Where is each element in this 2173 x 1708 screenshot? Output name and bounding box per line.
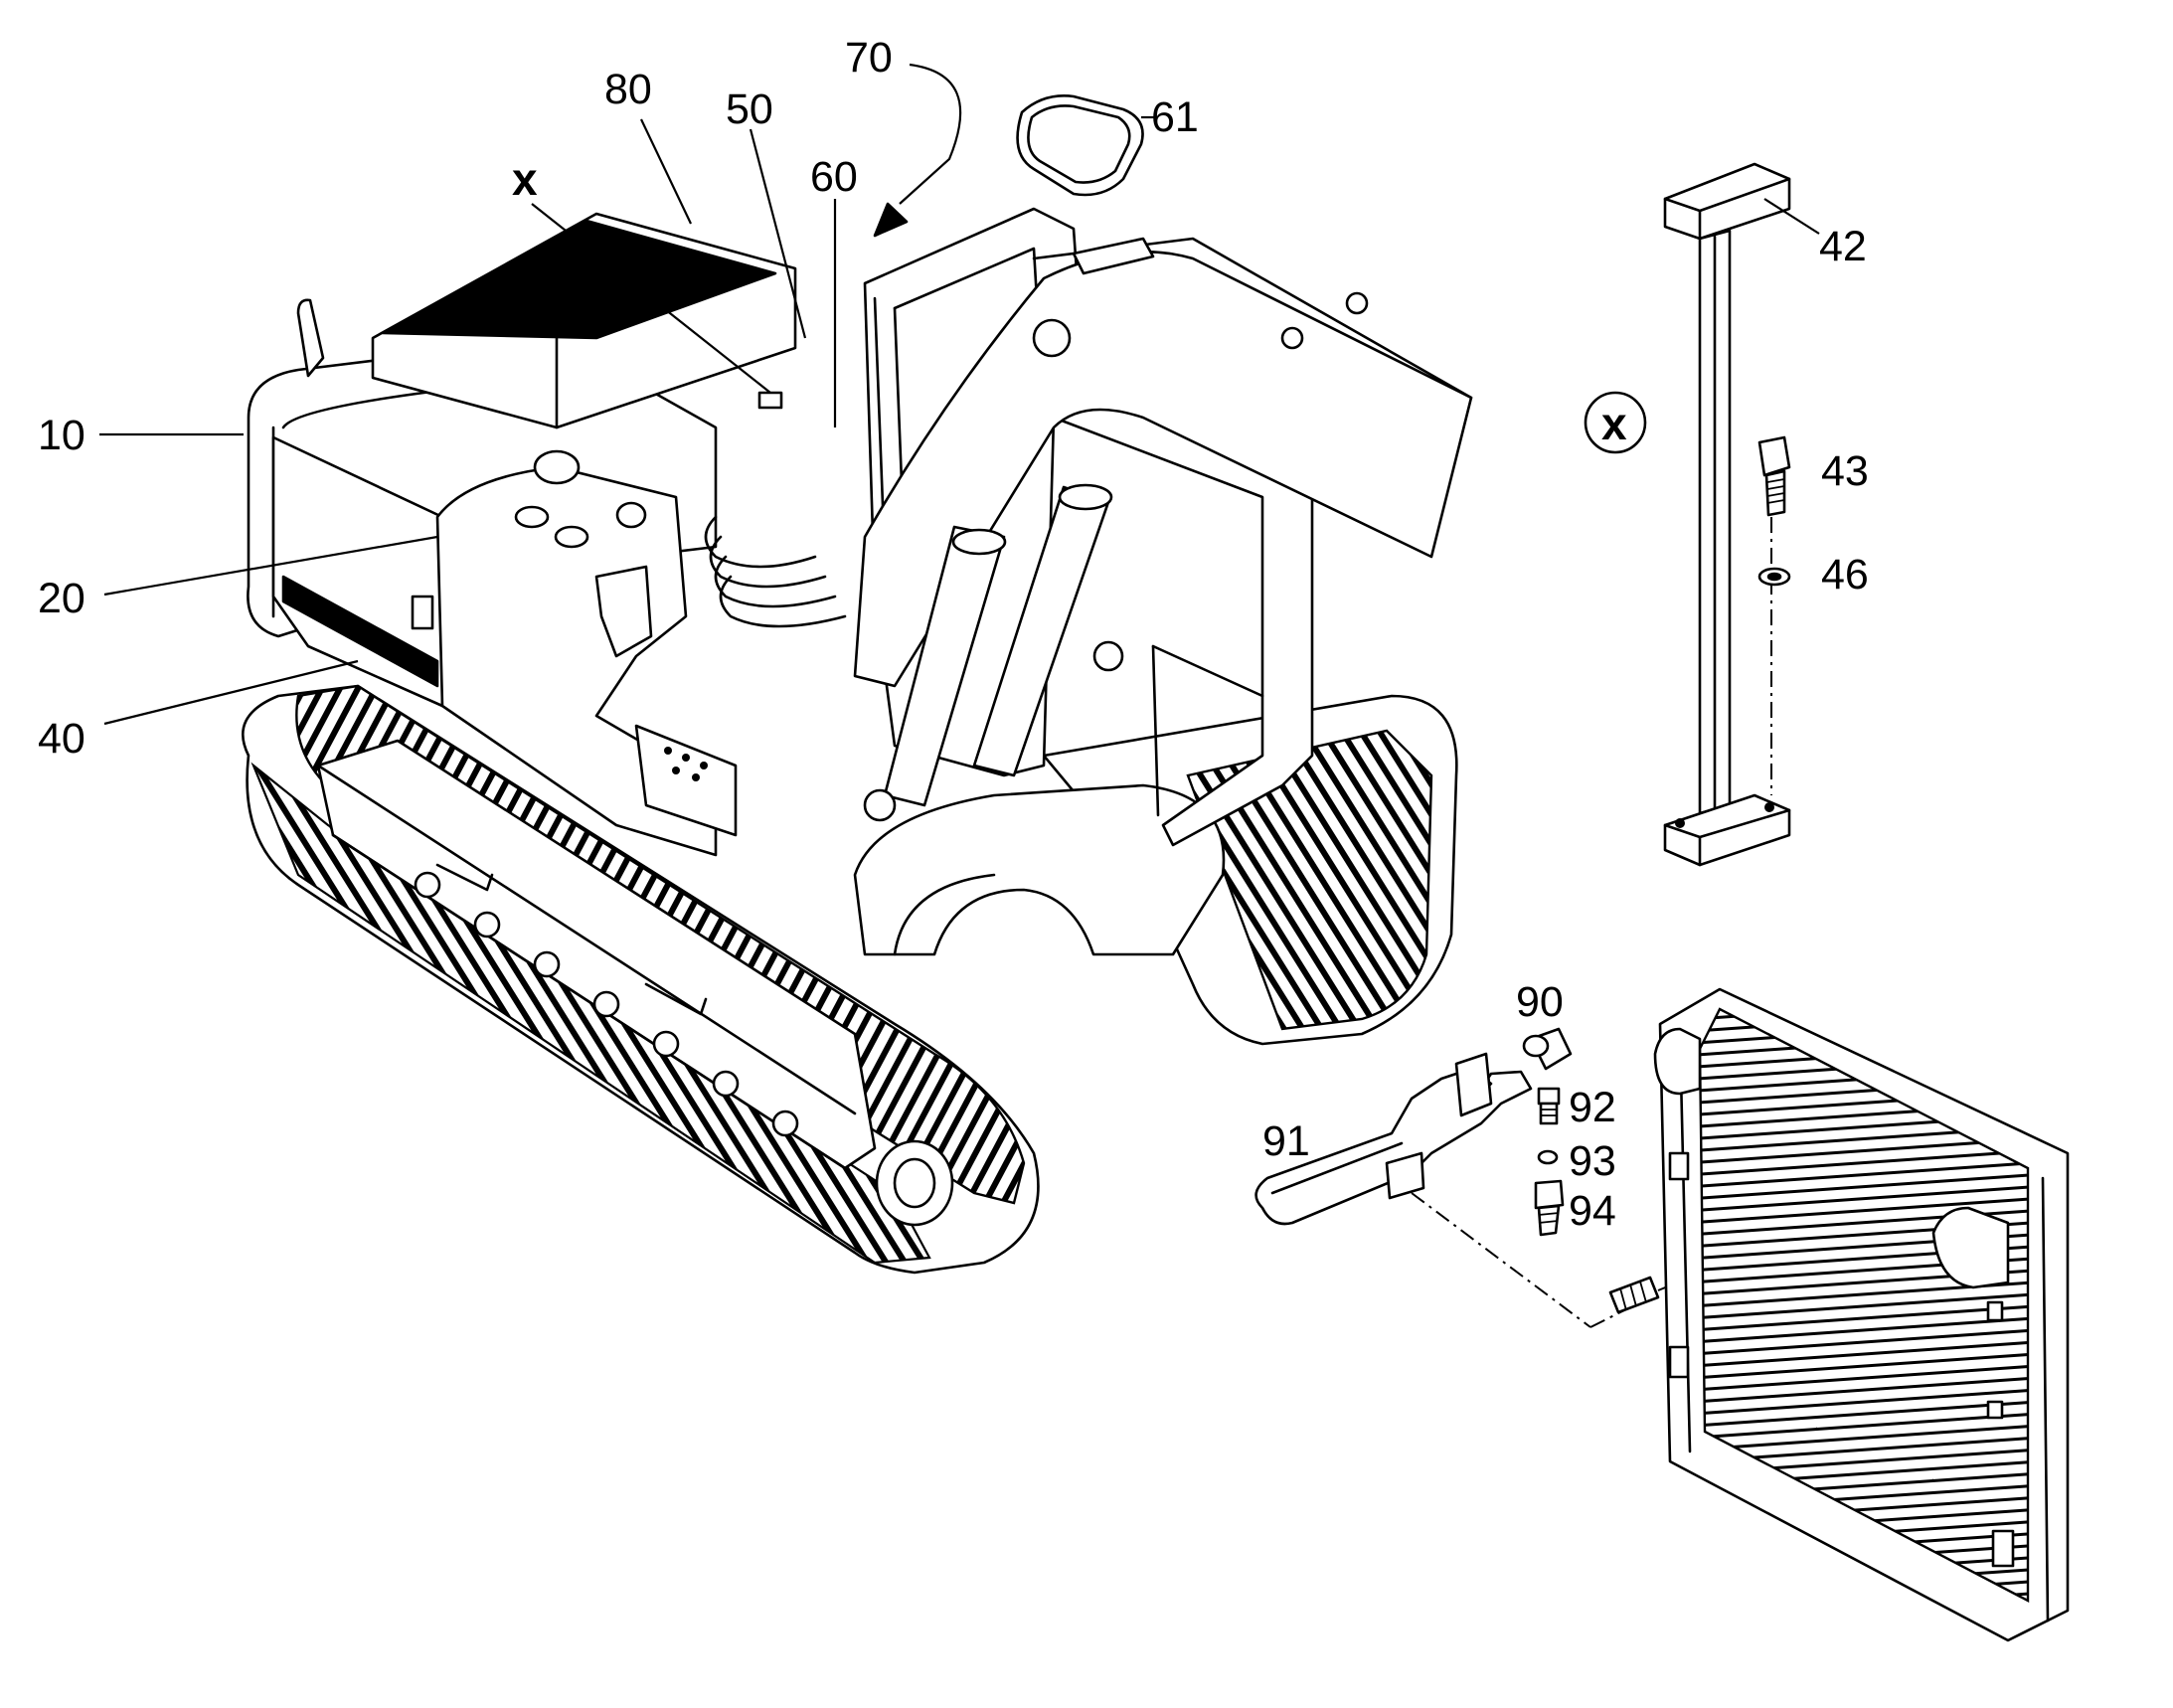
leader-70 <box>899 63 962 205</box>
pipe-part-91 <box>1254 1052 1631 1328</box>
leader-50 <box>749 128 807 339</box>
leader-20 <box>103 535 438 597</box>
callout-70: 70 <box>845 34 893 82</box>
side-panel <box>271 435 444 708</box>
callout-x: x <box>512 153 538 205</box>
leader-70-arrow <box>873 202 909 238</box>
fitting-parts-90-94 <box>1522 1027 1573 1237</box>
exhaust-pipe <box>296 298 325 378</box>
boom-cylinders <box>863 483 1113 822</box>
right-crawler-track <box>1042 694 1458 1046</box>
callout-10: 10 <box>38 412 85 459</box>
leader-40 <box>103 659 359 726</box>
callout-50: 50 <box>726 85 773 133</box>
hydraulic-tank <box>435 449 738 857</box>
leader-42 <box>1763 198 1820 235</box>
pad-holes <box>664 747 708 781</box>
callout-90: 90 <box>1516 978 1564 1026</box>
drain-fitting <box>1608 1276 1691 1314</box>
callout-40: 40 <box>38 715 85 763</box>
hose-bundle <box>704 515 847 628</box>
callout-93: 93 <box>1569 1137 1616 1185</box>
leader-x <box>531 203 771 394</box>
excavator <box>242 207 1473 1275</box>
leader-80 <box>640 118 692 225</box>
boom-strap <box>1072 237 1155 275</box>
leader-lines <box>99 63 1820 726</box>
radiator <box>1653 987 2070 1642</box>
undercarriage <box>853 783 1226 956</box>
callout-94: 94 <box>1569 1187 1616 1235</box>
callout-92: 92 <box>1569 1084 1616 1131</box>
callout-60: 60 <box>810 153 858 201</box>
gasket-part-61 <box>1016 94 1144 197</box>
callout-46: 46 <box>1821 551 1869 598</box>
callout-x-circled: x <box>1601 398 1627 449</box>
track-rollers <box>414 871 799 1137</box>
callout-80: 80 <box>604 66 652 113</box>
callout-labels: 10 20 40 x 80 50 60 70 61 42 x 43 46 90 … <box>38 34 1869 1235</box>
engine-hood <box>371 212 797 429</box>
callout-61: 61 <box>1151 93 1199 141</box>
callout-43: 43 <box>1821 447 1869 495</box>
bolt-part-43 <box>1757 435 1791 517</box>
callout-91: 91 <box>1262 1117 1310 1165</box>
callout-20: 20 <box>38 575 85 622</box>
left-crawler-track <box>242 684 1040 1275</box>
stand-part-42 <box>1663 162 1791 867</box>
detail-x-circle <box>1584 391 1647 454</box>
washer-part-46 <box>1757 567 1791 587</box>
callout-42: 42 <box>1819 223 1867 270</box>
